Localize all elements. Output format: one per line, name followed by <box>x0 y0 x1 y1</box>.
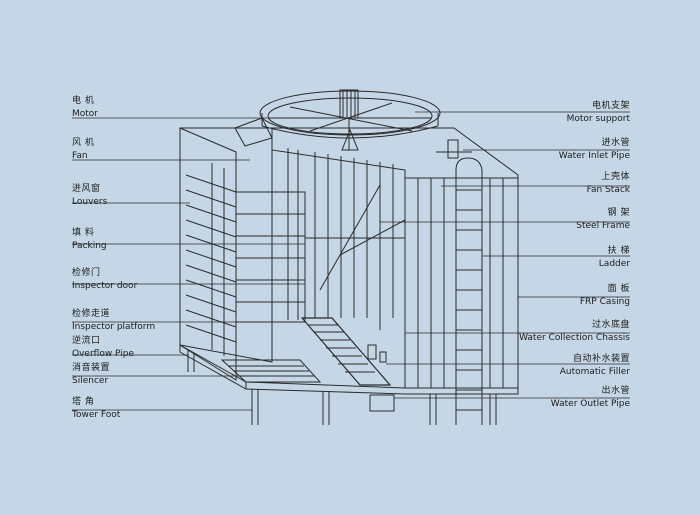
label-frp-casing: 面 板 FRP Casing <box>579 284 630 307</box>
label-silencer: 消音装置 Silencer <box>72 363 111 386</box>
label-tower-foot: 塔 角 Tower Foot <box>72 397 121 420</box>
silencer <box>220 359 322 383</box>
water-outlet-pipe <box>369 394 395 412</box>
label-automatic-filler: 自动补水装置 Automatic Filler <box>559 354 630 377</box>
ladder <box>455 157 483 425</box>
label-water-inlet-pipe: 进水管 Water Inlet Pipe <box>558 138 630 161</box>
label-steel-frame: 钢 架 Steel Frame <box>576 208 630 231</box>
label-inspector-door: 检修门 Inspector door <box>72 268 138 291</box>
automatic-filler <box>367 344 387 363</box>
label-inspector-platform: 检修走道 Inspector platform <box>72 309 156 332</box>
tower-foot <box>187 350 497 425</box>
louver-casing <box>179 127 273 381</box>
label-ladder: 扶 梯 Ladder <box>598 246 630 269</box>
inspector-platform <box>300 317 392 386</box>
label-fan: 风 机 Fan <box>72 138 95 161</box>
label-packing: 填 料 Packing <box>72 228 107 251</box>
label-motor: 电 机 Motor <box>72 96 99 119</box>
motor <box>339 89 359 119</box>
label-louvers: 进风窗 Louvers <box>72 184 108 207</box>
steel-frame <box>305 184 406 330</box>
label-motor-support: 电机支架 Motor support <box>566 101 630 124</box>
fan-stack <box>259 90 441 139</box>
label-water-collection-chassis: 过水底盘 Water Collection Chassis <box>519 320 630 343</box>
label-overflow-pipe: 逆流口 Overflow Pipe <box>72 336 135 359</box>
leader-lines <box>72 111 630 411</box>
water-collection-chassis <box>179 344 519 395</box>
packing <box>235 191 306 323</box>
label-water-outlet-pipe: 出水管 Water Outlet Pipe <box>550 386 630 409</box>
label-fan-stack: 上壳体 Fan Stack <box>586 172 630 195</box>
water-inlet-pipe <box>436 139 472 159</box>
